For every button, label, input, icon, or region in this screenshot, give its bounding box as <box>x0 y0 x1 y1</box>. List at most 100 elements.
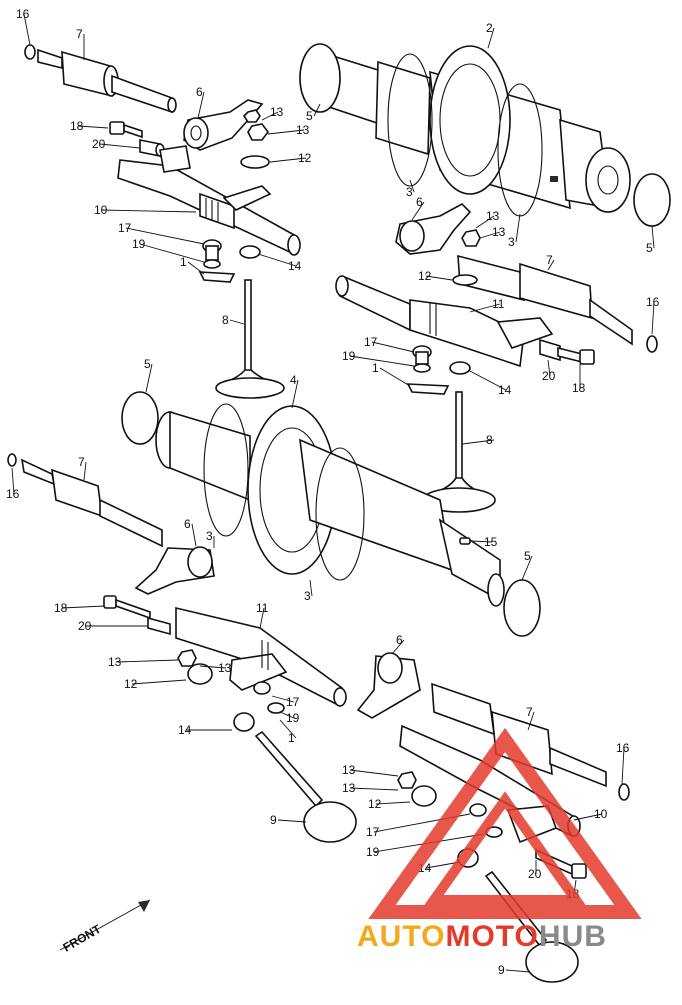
callout-13: 5 <box>646 225 655 255</box>
callout-leader-line <box>83 461 87 481</box>
callout-2: 7 <box>76 27 85 60</box>
callout-47: 13 <box>199 661 232 675</box>
callout-number: 13 <box>486 209 500 223</box>
nut-19-right <box>413 363 431 373</box>
callout-31: 18 <box>572 364 586 395</box>
bolt-18-upper <box>109 121 143 139</box>
washer-12-upper <box>240 155 270 169</box>
washer-14-right <box>449 361 471 375</box>
callout-number: 18 <box>54 601 68 615</box>
o-ring-3-mid-a <box>203 403 249 537</box>
callout-number: 17 <box>366 825 380 839</box>
callout-number: 11 <box>256 601 269 615</box>
callout-number: 12 <box>368 797 382 811</box>
callout-55: 16 <box>616 741 630 785</box>
o-ring-3-mid-b <box>315 447 365 581</box>
callout-number: 11 <box>492 297 505 311</box>
callout-leader-line <box>11 467 15 495</box>
callout-5: 6 <box>196 85 205 119</box>
callout-58: 12 <box>368 797 411 811</box>
callout-leader-line <box>471 540 493 543</box>
callout-45: 11 <box>256 601 269 629</box>
callout-leader-line <box>267 129 305 135</box>
callout-number: 9 <box>498 963 505 977</box>
nut-13-lower-left <box>177 649 197 667</box>
callout-number: 20 <box>92 137 106 151</box>
callout-leader-line <box>547 359 551 377</box>
callout-21: 14 <box>257 253 302 273</box>
oil-seal-5-mid-right <box>503 579 541 637</box>
watermark-triangle-icon <box>368 727 642 919</box>
callout-number: 6 <box>416 195 423 209</box>
callout-leader-line <box>125 227 205 245</box>
callout-number: 16 <box>646 295 660 309</box>
callout-42: 3 <box>304 579 313 603</box>
callout-39: 6 <box>184 517 197 547</box>
camshaft-4-middle <box>155 405 505 607</box>
watermark-text-hub: HUB <box>539 920 607 953</box>
callout-33: 5 <box>144 357 153 393</box>
callout-leader-line <box>77 125 109 129</box>
rocker-arm-6-upper-left <box>183 99 264 151</box>
callout-29: 1 <box>372 361 411 387</box>
callout-53: 1 <box>279 719 297 745</box>
washer-12-lower-left <box>187 663 213 685</box>
callout-28: 19 <box>342 349 415 367</box>
callout-46: 13 <box>108 655 179 669</box>
callout-number: 20 <box>78 619 92 633</box>
rocker-arm-6-lower-right <box>356 652 421 719</box>
callout-leader-line <box>547 259 555 271</box>
callout-leader-line <box>349 787 399 791</box>
callout-leader-line <box>461 439 495 445</box>
adjuster-17-lower-right <box>469 803 487 817</box>
nut-19-upper <box>203 259 221 269</box>
callout-8: 18 <box>70 119 109 133</box>
callout-leader-line <box>349 355 415 367</box>
callout-leader-line <box>621 747 625 785</box>
callout-leader-line <box>101 209 197 213</box>
callout-3: 2 <box>486 21 495 49</box>
callout-number: 16 <box>6 487 20 501</box>
washer-14-lower-left <box>233 712 255 732</box>
callout-leader-line <box>199 665 227 669</box>
callout-number: 14 <box>178 723 192 737</box>
callout-number: 13 <box>296 123 310 137</box>
callout-54: 7 <box>526 705 535 731</box>
washer-14-upper <box>239 245 261 259</box>
callout-leader-line <box>99 143 141 149</box>
callout-leader-line <box>313 103 321 117</box>
callout-leader-line <box>279 719 297 739</box>
callout-19: 19 <box>132 237 205 263</box>
callout-number: 19 <box>132 237 146 251</box>
oil-seal-5-upper-right <box>633 173 671 227</box>
oil-seal-5-mid-left <box>121 391 159 445</box>
callout-number: 3 <box>206 529 213 543</box>
callout-number: 16 <box>16 7 30 21</box>
watermark-text-moto: MOTO <box>445 920 538 953</box>
callout-number: 14 <box>498 383 512 397</box>
callout-9: 20 <box>92 137 141 151</box>
callout-17: 13 <box>479 225 506 239</box>
callout-number: 19 <box>286 711 300 725</box>
callout-number: 6 <box>184 517 191 531</box>
callout-41: 5 <box>521 549 533 581</box>
callout-number: 5 <box>524 549 531 563</box>
callout-49: 12 <box>124 677 187 691</box>
callout-number: 5 <box>306 109 313 123</box>
callout-24: 11 <box>469 297 505 313</box>
callout-leader-line <box>379 367 411 387</box>
callout-20: 1 <box>180 255 205 275</box>
callout-leader-line <box>131 679 187 685</box>
callout-leader-line <box>469 303 501 313</box>
callout-38: 15 <box>471 535 498 549</box>
callout-61: 9 <box>270 813 307 827</box>
callout-number: 13 <box>218 661 232 675</box>
watermark-text-auto: AUTO <box>357 920 445 953</box>
callout-leader-line <box>371 341 415 353</box>
callout-15: 6 <box>411 195 425 221</box>
callout-number: 13 <box>342 763 356 777</box>
callout-number: 7 <box>76 27 83 41</box>
callout-leader-line <box>269 157 307 163</box>
callout-leader-line <box>279 711 295 719</box>
